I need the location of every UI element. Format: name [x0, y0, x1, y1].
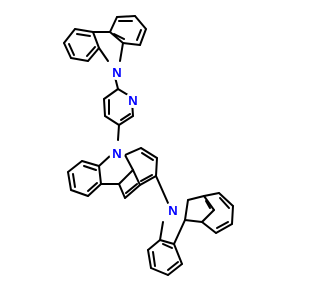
structure-drawing: N N N N	[63, 15, 234, 276]
bottom-carbazole	[147, 192, 234, 276]
molecule-canvas: N N N N	[63, 15, 234, 276]
nitrogen-label-top: N	[112, 65, 121, 80]
middle-carbazole	[67, 147, 169, 204]
pyridine-linker	[103, 72, 134, 141]
nitrogen-label-bottom: N	[168, 203, 177, 218]
nitrogen-atoms: N N N N	[109, 64, 181, 218]
nitrogen-label-pyridine: N	[128, 93, 137, 108]
nitrogen-label-middle: N	[112, 146, 121, 161]
top-carbazole	[63, 15, 147, 62]
